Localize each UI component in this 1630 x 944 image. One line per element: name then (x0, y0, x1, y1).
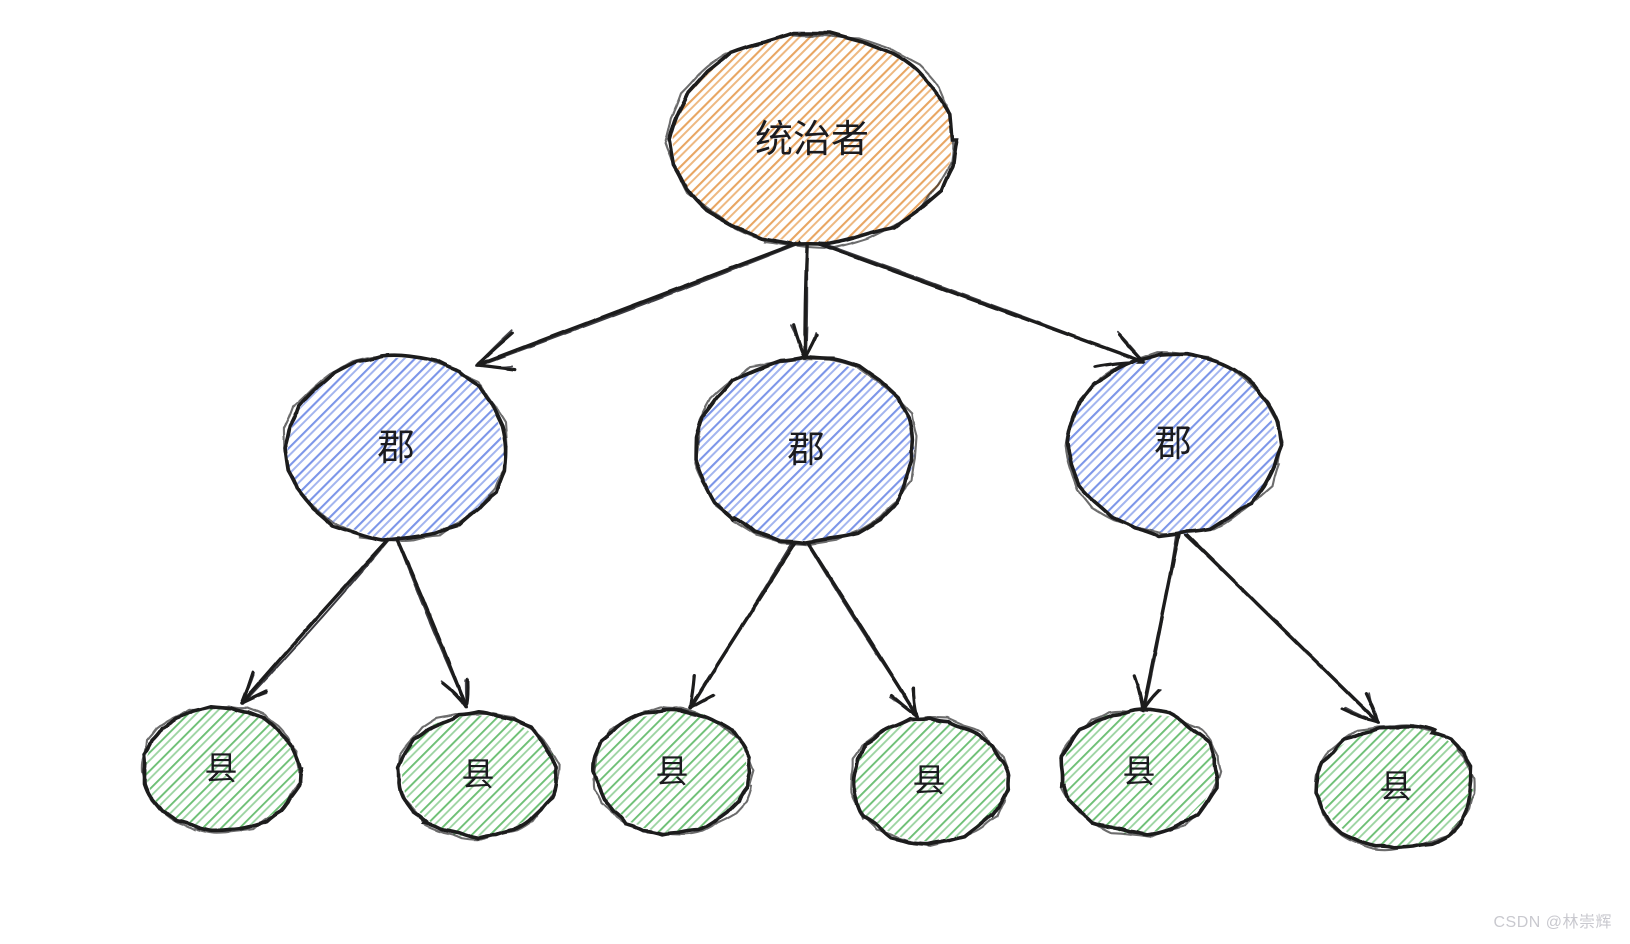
node-label-jun-3: 郡 (1155, 423, 1192, 464)
node-label-jun-2: 郡 (788, 429, 825, 470)
node-outline (397, 712, 562, 841)
node-xian-2[interactable]: 县 (394, 707, 562, 843)
node-outline (663, 33, 954, 249)
node-jun-3[interactable]: 郡 (1061, 348, 1285, 540)
node-outline (849, 716, 1010, 847)
node-label-xian-4: 县 (913, 762, 946, 799)
node-ruler[interactable]: 统治者 (663, 29, 960, 251)
edge-ruler-to-jun-2 (790, 244, 819, 360)
node-jun-1[interactable]: 郡 (280, 350, 512, 546)
node-xian-4[interactable]: 县 (845, 713, 1013, 849)
node-xian-5[interactable]: 县 (1055, 704, 1223, 840)
node-fill (287, 357, 505, 539)
edge-ruler-to-jun-1 (475, 240, 802, 372)
node-xian-1[interactable]: 县 (137, 701, 305, 837)
edges-layer (240, 240, 1380, 724)
edge-jun-2-to-xian-3 (688, 541, 797, 710)
node-fill (853, 719, 1006, 842)
edge-jun-1-to-xian-1 (240, 537, 391, 705)
edge-jun-1-to-xian-2 (395, 538, 470, 709)
node-label-xian-2: 县 (462, 756, 495, 793)
node-jun-2[interactable]: 郡 (690, 352, 922, 548)
node-fill (1062, 712, 1217, 835)
watermark: CSDN @林崇辉 (1493, 914, 1612, 931)
edge-ruler-to-jun-3 (817, 241, 1146, 369)
node-outline (1064, 351, 1284, 535)
node-fill (401, 715, 558, 837)
node-outline (1314, 723, 1477, 852)
node-label-xian-3: 县 (656, 753, 689, 790)
node-fill (1067, 354, 1279, 535)
node-label-xian-1: 县 (205, 750, 238, 787)
node-xian-6[interactable]: 县 (1312, 719, 1480, 855)
node-outline (592, 706, 755, 836)
node-label-xian-6: 县 (1380, 768, 1413, 805)
node-outline (1314, 724, 1474, 850)
node-fill (697, 360, 915, 541)
node-xian-3[interactable]: 县 (588, 704, 756, 840)
node-label-xian-5: 县 (1123, 753, 1156, 790)
node-label-ruler: 统治者 (755, 119, 869, 161)
node-fill (672, 34, 953, 244)
node-outline (141, 705, 302, 835)
node-outline (693, 354, 915, 545)
edge-jun-3-to-xian-5 (1132, 532, 1181, 712)
edge-jun-3-to-xian-6 (1183, 531, 1380, 724)
node-outline (693, 357, 919, 546)
edge-jun-2-to-xian-4 (806, 542, 919, 718)
node-outline (282, 354, 509, 542)
node-label-jun-1: 郡 (378, 427, 415, 468)
node-fill (1316, 725, 1474, 849)
node-outline (1059, 707, 1222, 838)
